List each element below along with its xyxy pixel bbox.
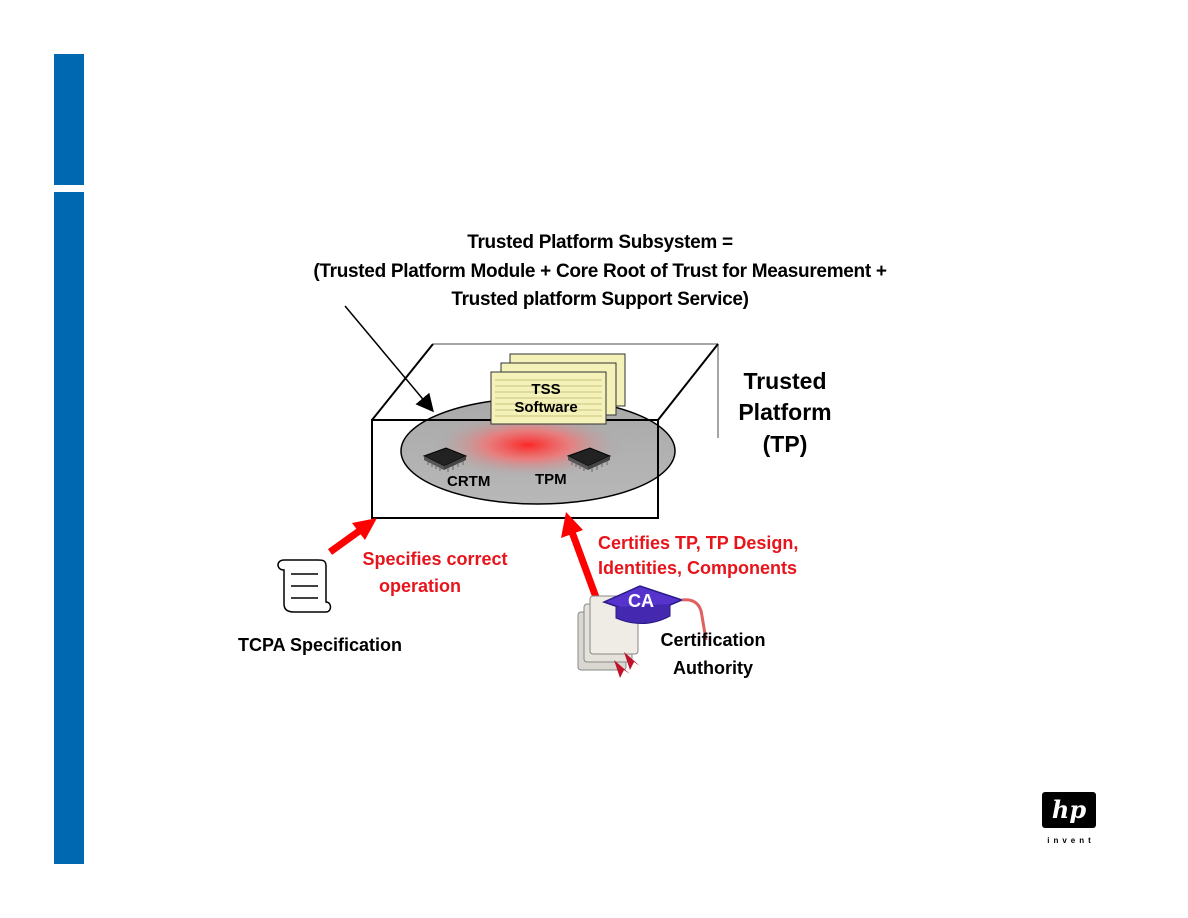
- tp-label-line-1: Trusted: [743, 368, 827, 394]
- certifies-arrow: [561, 512, 601, 602]
- tp-label-line-2: Platform: [738, 399, 832, 425]
- certifies-label-line-1: Certifies TP, TP Design,: [598, 533, 799, 553]
- platform-box-back: [433, 343, 719, 438]
- specifies-label-line-2: operation: [378, 576, 461, 596]
- certification-authority-line-1: Certification: [660, 630, 766, 650]
- crtm-chip-icon: [422, 447, 468, 472]
- hp-logo-tagline: invent: [1047, 836, 1095, 845]
- sidebar-accent-top: [54, 54, 84, 185]
- hp-logo-mark: hp: [1042, 792, 1096, 828]
- tcpa-specification-label: TCPA Specification: [238, 635, 403, 655]
- tp-label-line-3: (TP): [762, 431, 808, 457]
- certifies-label-line-2: Identities, Components: [598, 558, 798, 578]
- tss-label-line-2: Software: [514, 399, 578, 416]
- title-line-1: Trusted Platform Subsystem =: [467, 232, 733, 253]
- sidebar-accent-bottom: [54, 192, 84, 864]
- certification-authority-line-2: Authority: [673, 658, 753, 678]
- hp-logo: hp invent: [1042, 792, 1100, 850]
- title-line-3: Trusted platform Support Service): [451, 289, 749, 310]
- specifies-arrow: [327, 518, 377, 555]
- tss-software-icon: [490, 353, 626, 425]
- title-pointer-arrow: [344, 305, 434, 413]
- title-line-2: (Trusted Platform Module + Core Root of …: [313, 261, 887, 282]
- crtm-label: CRTM: [447, 473, 491, 490]
- tpm-chip-icon: [566, 447, 612, 472]
- ca-graduation-cap-icon: CA: [601, 585, 708, 641]
- tss-label-line-1: TSS: [531, 381, 561, 398]
- specifies-label-line-1: Specifies correct: [362, 549, 508, 569]
- ca-badge-label: CA: [628, 591, 654, 611]
- tpm-label: TPM: [535, 471, 567, 488]
- document-scroll-icon: [277, 559, 332, 613]
